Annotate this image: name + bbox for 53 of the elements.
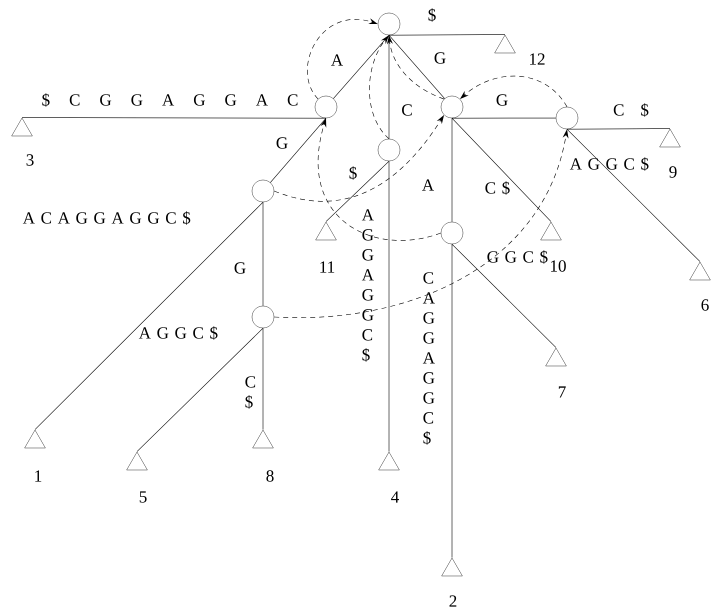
tree-edge [326, 160, 390, 222]
leaf-number: 6 [702, 299, 709, 311]
leaf-number: 12 [530, 53, 545, 65]
edge-label: C A G G A G G C $ [422, 272, 435, 445]
edge-label: C $ [245, 376, 256, 409]
edge-label: C $ [614, 103, 648, 117]
internal-node-circle [440, 222, 464, 244]
tree-edge [34, 202, 264, 430]
leaf-number: 9 [669, 166, 677, 178]
edge-label: $ [428, 8, 436, 22]
tree-edge [566, 128, 670, 130]
edge-label: A C A G G A G G C $ [22, 211, 190, 225]
tree-edge [22, 117, 326, 118]
internal-node-circle [252, 180, 274, 202]
edge-label: C [402, 104, 412, 116]
internal-node-circle [378, 12, 400, 36]
tree-edge [262, 328, 264, 430]
internal-node-circle [252, 306, 274, 328]
edge-label: A G G A G G C $ [362, 209, 374, 362]
edge-label: G G C $ [487, 250, 548, 264]
tree-edge [136, 328, 264, 452]
internal-node-circle [440, 96, 464, 118]
leaf-number: 2 [450, 595, 456, 607]
tree-edge [262, 202, 264, 306]
leaf-number: 7 [558, 386, 566, 398]
edge-label: G [434, 52, 446, 64]
tree-edge [388, 34, 506, 36]
tree-edge [452, 244, 556, 348]
edge-label: A G G C $ [138, 326, 218, 340]
edge-label: A G G C $ [570, 157, 648, 171]
tree-edge [388, 34, 390, 140]
tree-edge [270, 118, 326, 183]
edge-label: A [422, 179, 434, 191]
internal-node-circle [314, 96, 338, 118]
leaf-number: 5 [140, 491, 147, 503]
tree-edge [452, 118, 552, 222]
internal-node-circle [378, 138, 400, 162]
leaf-number: 11 [320, 261, 334, 273]
leaf-number: 1 [35, 470, 42, 482]
edge-label: G [234, 262, 246, 274]
tree-edge [388, 160, 390, 452]
leaf-number: 4 [391, 491, 399, 503]
leaf-number: 10 [551, 260, 566, 272]
edge-label: C $ [485, 181, 510, 195]
edge-label: A [331, 54, 344, 66]
tree-edge [566, 128, 700, 262]
edge-label: $ C G G A G G A C [42, 93, 298, 107]
edge-label: $ [350, 166, 357, 180]
leaf-number: 3 [26, 154, 34, 166]
leaf-number: 8 [266, 470, 274, 482]
edge-label: G [276, 137, 288, 149]
internal-node-circle [556, 106, 578, 130]
edge-label: G [496, 94, 508, 106]
